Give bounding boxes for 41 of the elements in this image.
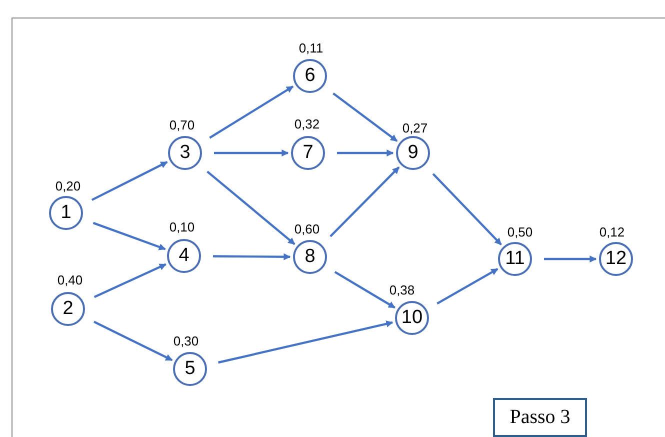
arrow	[332, 92, 398, 142]
arrow	[92, 222, 166, 250]
arrow	[94, 263, 166, 298]
node-value: 0,50	[507, 224, 533, 240]
node-value: 0,20	[55, 178, 81, 194]
node-value: 0,12	[599, 224, 625, 240]
arrow	[337, 150, 394, 156]
node-circle: 2	[51, 292, 85, 326]
arrow	[214, 150, 289, 156]
arrow	[213, 253, 291, 260]
node-value: 0,11	[298, 40, 324, 56]
arrow	[209, 86, 294, 139]
node-circle: 6	[293, 59, 327, 93]
node-circle: 12	[599, 242, 633, 276]
node-circle: 7	[291, 136, 325, 170]
node-value: 0,40	[57, 272, 83, 288]
node-value: 0,10	[169, 220, 195, 234]
node-circle: 4	[167, 239, 201, 273]
arrow	[218, 320, 394, 364]
arrow	[334, 270, 396, 309]
arrow	[206, 170, 296, 246]
step-label-box: Passo 3	[493, 398, 587, 437]
node-value: 0,32	[294, 116, 320, 132]
node-circle: 1	[49, 196, 83, 230]
node-circle: 8	[293, 240, 327, 274]
node-circle: 11	[498, 242, 532, 276]
node-value: 0,60	[294, 222, 320, 236]
node-value: 0,38	[389, 282, 415, 298]
node-value: 0,70	[169, 118, 195, 132]
node-value: 0,30	[173, 334, 199, 348]
node-circle: 5	[173, 352, 207, 386]
arrow	[544, 256, 597, 262]
arrow	[330, 166, 400, 238]
node-circle: 9	[396, 136, 430, 170]
arrow	[432, 173, 502, 246]
arrow	[436, 268, 498, 305]
arrow	[94, 320, 173, 362]
node-circle: 10	[395, 301, 429, 335]
node-circle: 3	[168, 136, 202, 170]
arrow	[91, 161, 168, 201]
node-value: 0,27	[402, 120, 428, 136]
